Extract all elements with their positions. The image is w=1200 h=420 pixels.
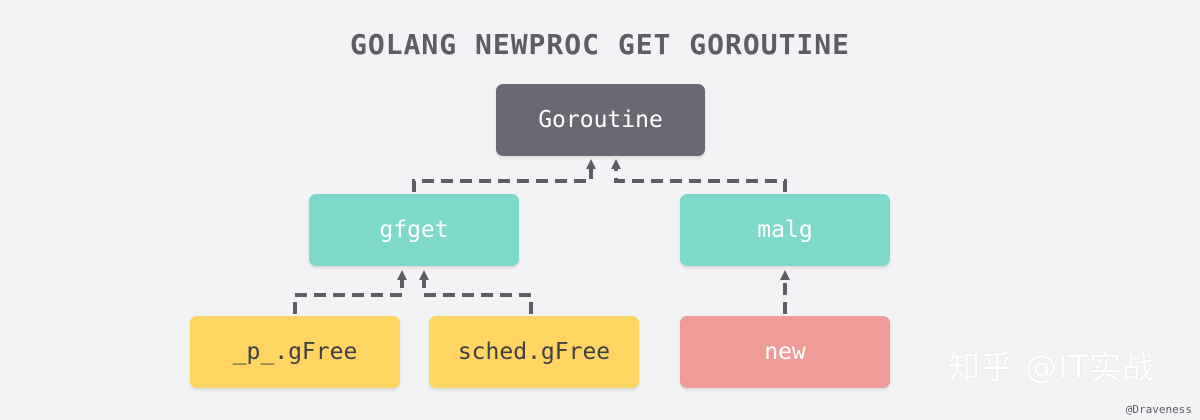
edge-sched-gfree-to-gfget [419,270,533,314]
node-new: new [680,316,890,388]
edge-p-gfree-to-gfget [293,270,407,314]
edge-gfget-to-goroutine [412,159,596,192]
node-sched-gfree: sched.gFree [429,316,639,388]
node-malg: malg [680,194,890,266]
watermark: 知乎 @IT实战 [948,348,1156,386]
node-goroutine: Goroutine [496,84,705,156]
node-p-gfree: _p_.gFree [190,316,400,388]
author-credit: @Draveness [1125,403,1192,416]
node-gfget: gfget [309,194,519,266]
diagram-title: GOLANG NEWPROC GET GOROUTINE [349,28,850,61]
edge-malg-to-goroutine [611,159,787,192]
